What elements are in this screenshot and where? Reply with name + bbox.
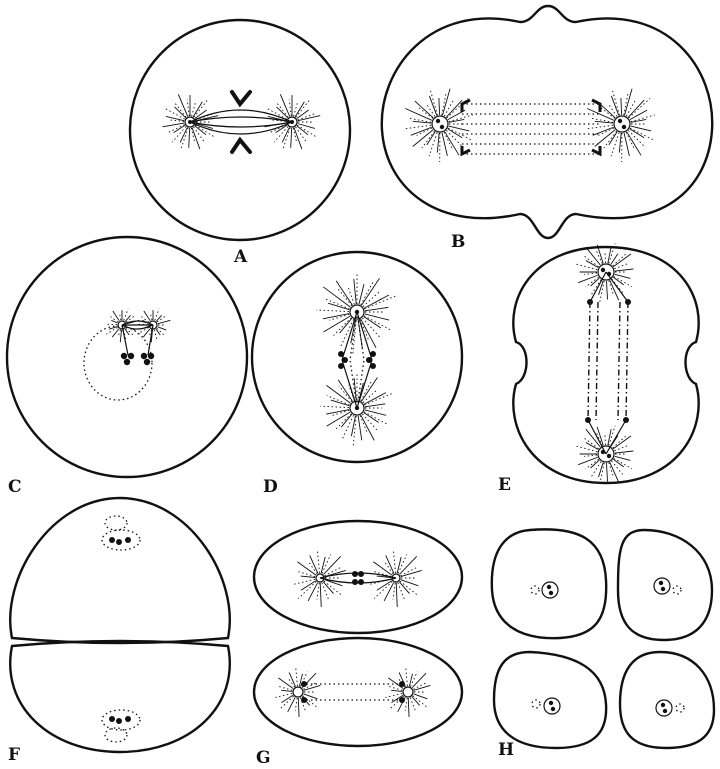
panel-e-cell-outline bbox=[513, 247, 698, 483]
panel-a-label: A bbox=[233, 247, 248, 267]
panel-d-chromosomes bbox=[338, 351, 376, 369]
panel-b-chromosomes bbox=[462, 100, 600, 154]
panel-d: D bbox=[252, 252, 462, 497]
panel-g: G bbox=[254, 521, 462, 768]
panel-e: E bbox=[498, 244, 699, 495]
panel-h-label: H bbox=[498, 740, 514, 760]
panel-h-top-left-cell bbox=[492, 529, 606, 638]
panel-c-chromosomes bbox=[121, 353, 154, 365]
panel-b: B bbox=[382, 6, 712, 252]
panel-h-bottom-left-cell bbox=[494, 652, 606, 748]
panel-f-label: F bbox=[8, 745, 20, 765]
panel-g-lower-cell-outline bbox=[254, 638, 462, 746]
panel-h-top-right-cell bbox=[618, 530, 712, 640]
panel-h-nuclei bbox=[531, 578, 684, 716]
panel-a: A bbox=[130, 20, 350, 267]
panel-c-spindle bbox=[122, 321, 153, 355]
panel-h: H bbox=[492, 529, 714, 760]
panel-e-chromosomes bbox=[585, 299, 631, 423]
panel-f-lower-nucleus bbox=[102, 710, 140, 742]
panel-a-chromosomes bbox=[232, 92, 250, 152]
panel-b-label: B bbox=[451, 232, 465, 252]
panel-c: C bbox=[7, 237, 247, 497]
panel-e-label: E bbox=[498, 475, 511, 495]
panel-g-upper-cell-outline bbox=[254, 521, 462, 633]
panel-e-spindle-fibers bbox=[588, 272, 628, 454]
panel-b-cell-outline bbox=[382, 6, 712, 238]
panel-f-upper-nucleus bbox=[102, 516, 140, 550]
panel-d-label: D bbox=[263, 477, 278, 497]
panel-g-label: G bbox=[256, 748, 271, 768]
panel-a-cell-outline bbox=[130, 20, 350, 240]
panel-b-spindle-fibers bbox=[462, 104, 600, 154]
panel-f-upper-cell-outline bbox=[10, 498, 230, 643]
panel-b-centrosome-right bbox=[614, 116, 630, 132]
panel-f-lower-cell-outline bbox=[10, 641, 230, 752]
panel-c-label: C bbox=[8, 477, 22, 497]
panel-c-nuclear-region bbox=[84, 326, 152, 400]
panel-b-centrosome-left bbox=[432, 116, 448, 132]
panel-f: F bbox=[8, 498, 230, 765]
panel-e-aster-bottom bbox=[576, 426, 633, 486]
